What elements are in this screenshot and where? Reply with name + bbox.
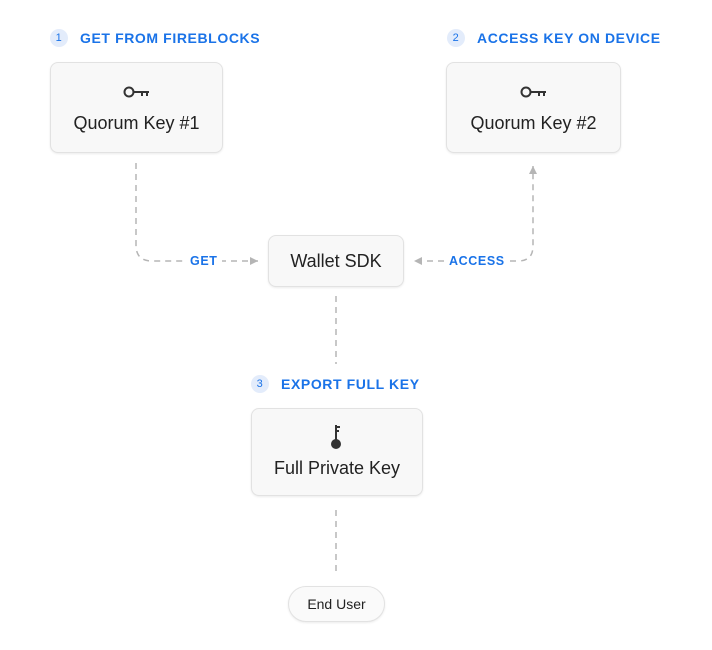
step-1-heading: 1 GET FROM FIREBLOCKS — [50, 29, 260, 47]
full-private-key-label: Full Private Key — [273, 457, 401, 478]
step-2-heading: 2 ACCESS KEY ON DEVICE — [447, 29, 661, 47]
edge-access — [510, 166, 537, 262]
step-3-heading: 3 EXPORT FULL KEY — [251, 375, 420, 393]
quorum-key-1-node: Quorum Key #1 — [50, 62, 223, 153]
quorum-key-2-label: Quorum Key #2 — [470, 113, 597, 133]
full-private-key-node: Full Private Key — [251, 408, 423, 496]
quorum-key-1-label: Quorum Key #1 — [73, 113, 200, 133]
step-1-badge: 1 — [50, 29, 68, 47]
key-icon — [123, 81, 151, 103]
end-user-label: End User — [307, 596, 366, 612]
key-icon — [520, 81, 548, 103]
step-1-label: GET FROM FIREBLOCKS — [80, 30, 261, 46]
edge-access-label: ACCESS — [445, 253, 509, 269]
edge-get — [135, 163, 188, 262]
quorum-key-2-node: Quorum Key #2 — [446, 62, 621, 153]
step-3-badge: 3 — [251, 375, 269, 393]
wallet-sdk-node: Wallet SDK — [268, 235, 404, 287]
edge-get-label: GET — [186, 253, 222, 269]
end-user-node: End User — [288, 586, 385, 622]
step-2-badge: 2 — [447, 29, 465, 47]
step-2-label: ACCESS KEY ON DEVICE — [477, 30, 661, 46]
key-upright-icon — [330, 424, 344, 449]
wallet-sdk-label: Wallet SDK — [290, 250, 382, 271]
step-3-label: EXPORT FULL KEY — [281, 376, 420, 392]
